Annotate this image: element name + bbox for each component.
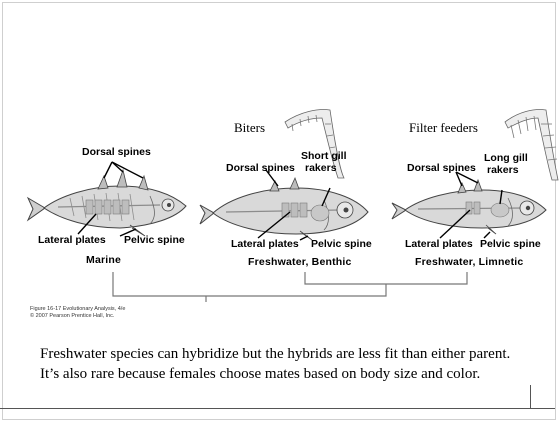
benthic-gill-label-2: rakers (305, 162, 337, 174)
benthic-dorsal-label: Dorsal spines (226, 162, 295, 174)
bottom-rule (0, 408, 555, 409)
limnetic-dorsal-label: Dorsal spines (407, 162, 476, 174)
marine-lateral-label: Lateral plates (38, 234, 106, 246)
marine-pelvic-label: Pelvic spine (124, 234, 185, 246)
benthic-lateral-label: Lateral plates (231, 238, 299, 250)
limnetic-gill-label-1: Long gill (484, 152, 528, 164)
benthic-group-label: Freshwater, Benthic (248, 256, 352, 268)
relationship-bracket (113, 272, 467, 302)
marine-fish (28, 162, 186, 236)
marine-dorsal-label: Dorsal spines (82, 146, 151, 158)
header-biters: Biters (234, 120, 265, 136)
limnetic-gill-label-2: rakers (487, 164, 519, 176)
benthic-pelvic-label: Pelvic spine (311, 238, 372, 250)
limnetic-pelvic-label: Pelvic spine (480, 238, 541, 250)
limnetic-lateral-label: Lateral plates (405, 238, 473, 250)
marine-group-label: Marine (86, 254, 121, 266)
header-filter-feeders: Filter feeders (409, 120, 478, 136)
bottom-rule-tick (530, 385, 531, 408)
figure-credit-line-2: © 2007 Pearson Prentice Hall, Inc. (30, 313, 114, 320)
figure-credit-line-1: Figure 16-17 Evolutionary Analysis, 4/e (30, 306, 125, 313)
limnetic-group-label: Freshwater, Limnetic (415, 256, 523, 268)
benthic-fish (200, 110, 368, 241)
benthic-gill-label-1: Short gill (301, 150, 347, 162)
slide-caption: Freshwater species can hybridize but the… (40, 344, 520, 384)
